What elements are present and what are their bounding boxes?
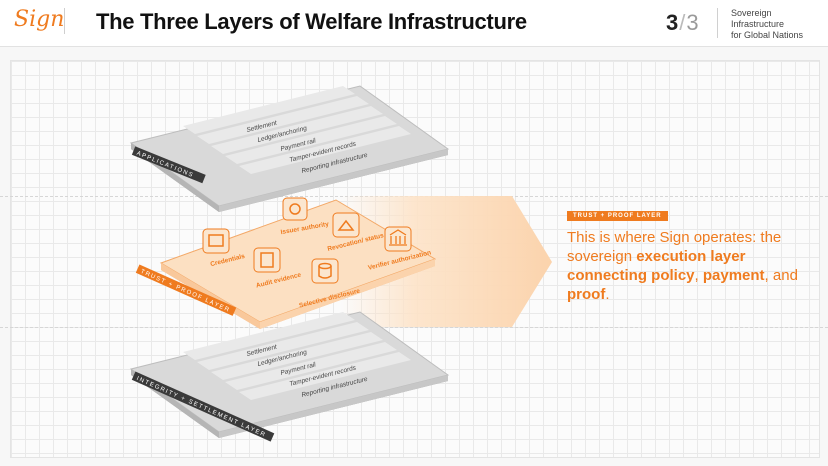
badge-icon <box>289 203 301 215</box>
header-divider <box>717 8 718 38</box>
page-indicator: 3/3 <box>666 10 699 36</box>
page-total: 3 <box>686 10 699 35</box>
page-title: The Three Layers of Welfare Infrastructu… <box>96 9 527 34</box>
callout-plain-3: , and <box>764 267 798 284</box>
callout-plain-4: . <box>605 286 610 303</box>
id-card-icon <box>208 234 224 247</box>
sign-logo[interactable]: Sign <box>14 7 65 32</box>
header-bar: Sign The Three Layers of Welfare Infrast… <box>0 0 828 47</box>
document-icon <box>260 252 274 268</box>
logo-divider <box>64 8 73 34</box>
house-icon <box>337 219 355 231</box>
guide-line-bottom <box>0 327 828 328</box>
subtitle-line-1: Sovereign Infrastructure <box>731 8 785 29</box>
page-separator: / <box>679 10 686 35</box>
integrity-slab <box>129 311 450 438</box>
callout-bold-3: proof <box>567 286 606 303</box>
page-current: 3 <box>666 10 679 35</box>
callout-text: This is where Sign operates: the soverei… <box>567 228 807 304</box>
applications-slab <box>129 85 450 212</box>
bank-icon <box>389 229 407 246</box>
callout-plain-1: This is where Sign operates: the soverei… <box>567 229 782 265</box>
trust-slab <box>159 199 437 329</box>
callout-bold-2: payment <box>702 267 765 284</box>
subtitle-line-2: for Global Nations <box>731 30 804 40</box>
callout-tag: TRUST + PROOF LAYER <box>567 211 668 221</box>
header-subtitle: Sovereign Infrastructure for Global Nati… <box>731 8 826 41</box>
callout-bold-1: execution layer connecting policy <box>567 248 746 284</box>
callout-plain-2: , <box>694 267 703 284</box>
